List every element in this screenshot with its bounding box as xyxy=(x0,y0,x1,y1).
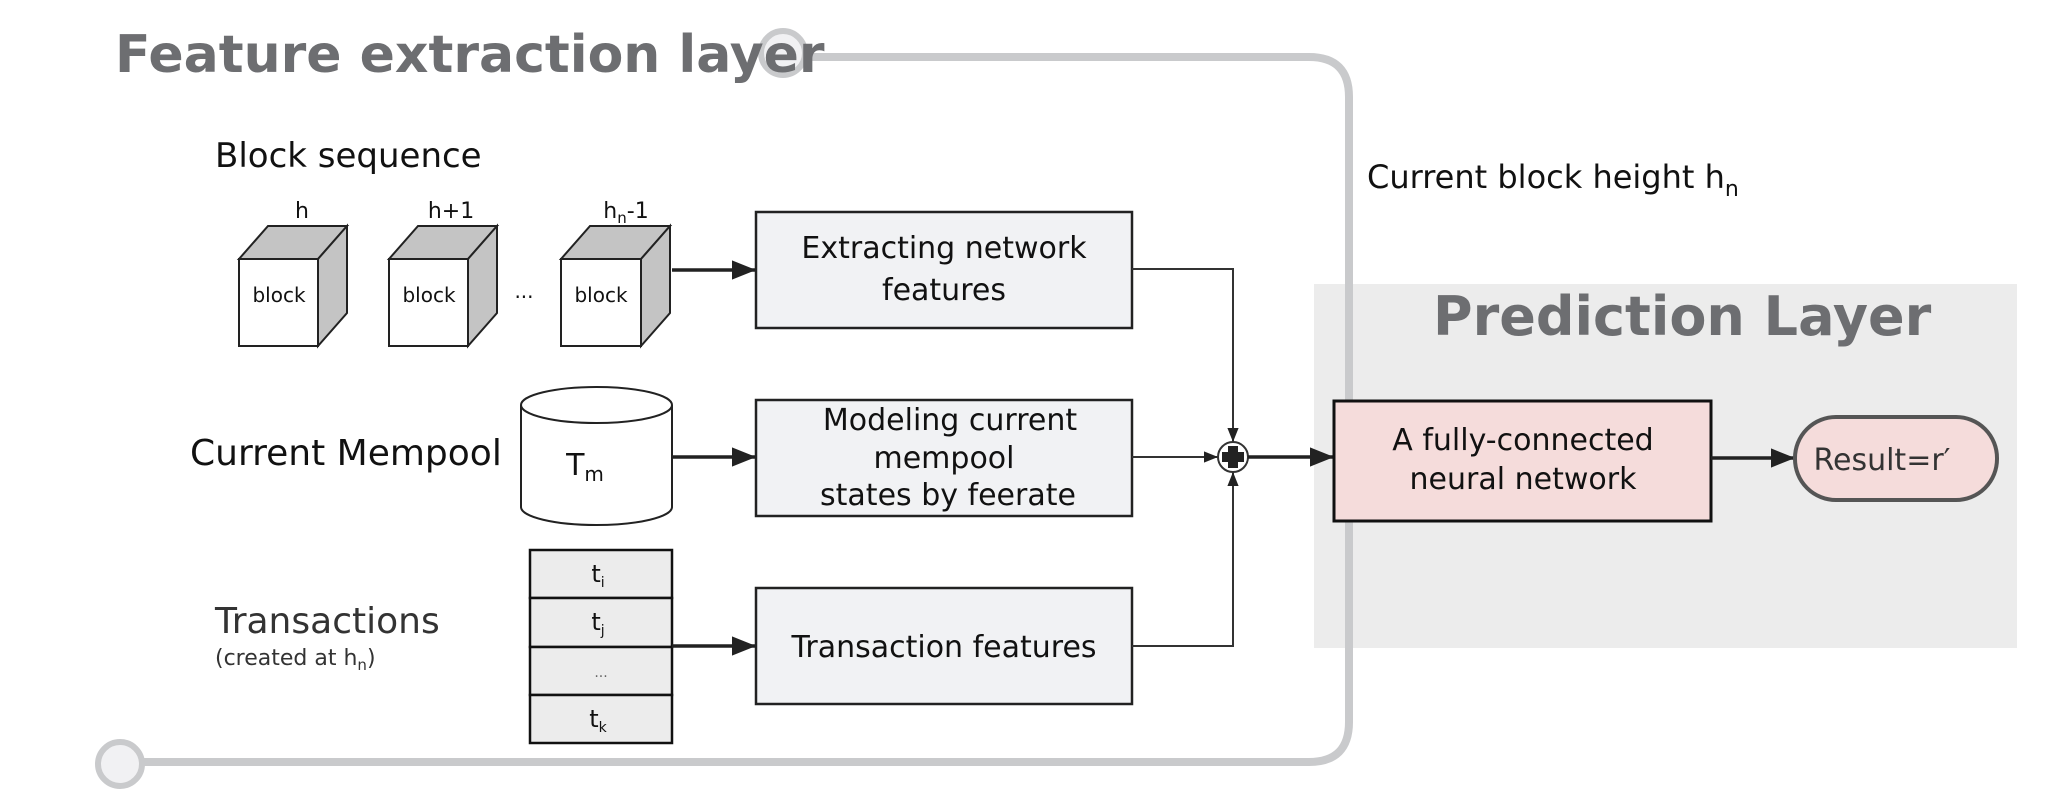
height-main: h xyxy=(603,199,617,224)
sublabel-prefix: (created at h xyxy=(215,646,357,671)
feature-layer-end-node xyxy=(95,739,145,789)
block-text: block xyxy=(574,283,627,307)
transaction-row xyxy=(528,645,674,697)
symbol-subscript: m xyxy=(584,462,603,486)
transaction-row-ellipsis: ... xyxy=(594,665,607,681)
transaction-row xyxy=(528,548,674,600)
mempool-cylinder: Tm xyxy=(520,386,673,526)
cube-side-face xyxy=(640,223,671,349)
transactions-label: Transactions xyxy=(214,601,440,642)
mempool-symbol: Tm xyxy=(565,448,604,486)
current-height-text: Current block height h xyxy=(1367,158,1725,196)
network-to-sum-connector xyxy=(1132,268,1239,442)
transactions-to-sum-connector xyxy=(1132,472,1239,647)
block-height-label: h xyxy=(295,199,309,224)
block-cube-2: block h+1 xyxy=(386,199,500,349)
cube-side-face xyxy=(467,223,498,349)
transaction-row-text: tj xyxy=(591,608,604,639)
transaction-row xyxy=(528,693,674,745)
result-text: Result=r′ xyxy=(1814,443,1951,478)
cylinder-body xyxy=(520,405,673,526)
mempool-model-box: Modeling current mempool states by feera… xyxy=(754,398,1134,518)
box-text-line: features xyxy=(882,273,1006,308)
box-frame xyxy=(754,398,1134,518)
transaction-stack: ti tj ... tk xyxy=(528,548,674,745)
transaction-row-text: ti xyxy=(591,560,604,591)
feature-layer-title: Feature extraction layer xyxy=(115,25,825,85)
transaction-row-text: tk xyxy=(589,705,607,736)
box-text-line: Extracting network xyxy=(801,231,1087,266)
sublabel-subscript: n xyxy=(357,656,367,674)
block-height-label: h+1 xyxy=(428,199,474,224)
box-text-line: states by feerate xyxy=(820,478,1076,513)
current-height-label: Current block height hn xyxy=(1367,158,1739,202)
box-text-line: Modeling current xyxy=(823,403,1077,438)
box-text-line: A fully-connected xyxy=(1392,423,1653,458)
box-frame xyxy=(1332,399,1713,523)
plus-horizontal xyxy=(1222,452,1244,462)
transaction-features-box: Transaction features xyxy=(754,586,1134,706)
cylinder-top xyxy=(520,386,673,424)
sum-node-icon xyxy=(1217,441,1249,473)
block-sequence-label: Block sequence xyxy=(215,136,482,176)
box-frame xyxy=(754,586,1134,706)
height-subscript: n xyxy=(617,209,627,227)
feature-layer-start-node xyxy=(758,28,808,78)
cube-side-face xyxy=(317,223,348,349)
block-text: block xyxy=(402,283,455,307)
row-subscript: i xyxy=(601,575,605,591)
box-text-line: Transaction features xyxy=(790,630,1096,665)
block-cube-3: block hn-1 xyxy=(558,199,673,349)
prediction-layer-title: Prediction Layer xyxy=(1433,285,1932,348)
transactions-sublabel: (created at hn) xyxy=(215,646,376,674)
transaction-row xyxy=(528,596,674,649)
block-height-label: hn-1 xyxy=(603,199,648,227)
current-height-subscript: n xyxy=(1725,177,1739,202)
row-main: t xyxy=(591,608,600,636)
height-suffix: -1 xyxy=(627,199,649,224)
row-subscript: k xyxy=(599,720,608,736)
box-frame xyxy=(754,210,1134,330)
row-main: t xyxy=(591,560,600,588)
block-text: block xyxy=(252,283,305,307)
block-cube-1: block h xyxy=(236,199,350,349)
result-node: Result=r′ xyxy=(1793,415,1999,502)
symbol-main: T xyxy=(565,448,585,483)
mempool-label: Current Mempool xyxy=(190,433,502,474)
row-main: t xyxy=(589,705,598,733)
network-features-box: Extracting network features xyxy=(754,210,1134,330)
box-text-line: neural network xyxy=(1410,462,1638,497)
block-ellipsis: ... xyxy=(514,279,533,303)
box-text-line: mempool xyxy=(874,441,1015,476)
fully-connected-network-box: A fully-connected neural network xyxy=(1332,399,1713,523)
result-pill xyxy=(1793,415,1999,502)
row-subscript: j xyxy=(600,623,605,639)
sublabel-suffix: ) xyxy=(367,646,376,671)
